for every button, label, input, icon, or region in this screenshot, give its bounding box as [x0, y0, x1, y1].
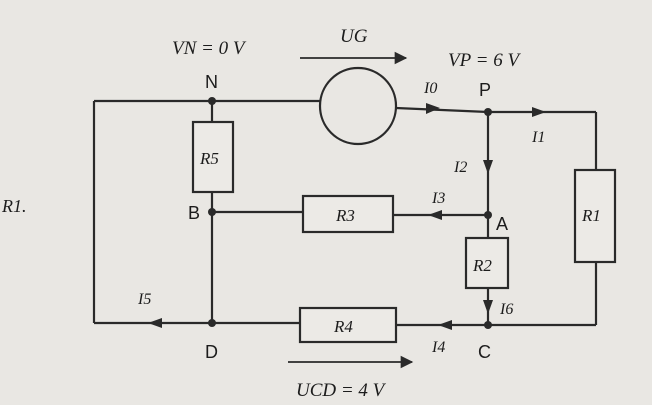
- junction-p: [484, 108, 492, 116]
- current-arrows: [148, 103, 546, 330]
- node-a: A: [496, 214, 508, 234]
- junction-a: [484, 211, 492, 219]
- current-i4: I4: [431, 339, 445, 356]
- current-i5: I5: [137, 291, 151, 308]
- label-r1: R1: [581, 206, 601, 225]
- junction-c: [484, 321, 492, 329]
- current-i1: I1: [531, 129, 545, 146]
- resistor-r4: [298, 306, 398, 344]
- arrow-i6: [483, 300, 493, 314]
- junction-n: [208, 97, 216, 105]
- resistors: [191, 120, 617, 344]
- current-i0: I0: [423, 80, 437, 97]
- label-r5: R5: [199, 149, 219, 168]
- current-i2: I2: [453, 159, 467, 176]
- wire-top-generator-to-p: [395, 106, 489, 114]
- junction-d: [208, 319, 216, 327]
- arrow-i4: [438, 320, 452, 330]
- voltage-ucd: UCD = 4 V: [296, 380, 387, 401]
- arrow-i1: [532, 107, 546, 117]
- generator-icon: [318, 66, 398, 146]
- node-p: P: [479, 80, 491, 100]
- voltage-arrows: [288, 51, 414, 369]
- node-d: D: [205, 342, 218, 362]
- current-i3: I3: [431, 190, 445, 207]
- label-r4: R4: [333, 317, 353, 336]
- resistor-r5: [191, 120, 235, 194]
- potential-vp: VP = 6 V: [448, 50, 521, 71]
- resistor-r2: [464, 236, 510, 290]
- junctions: [208, 97, 492, 329]
- arrow-i5: [148, 318, 162, 328]
- label-r3: R3: [335, 206, 355, 225]
- node-b: B: [188, 203, 200, 223]
- resistor-r3: [301, 194, 395, 234]
- node-c: C: [478, 342, 491, 362]
- node-n: N: [205, 72, 218, 92]
- arrow-i0: [426, 103, 440, 114]
- voltage-ug: UG: [340, 26, 368, 47]
- resistor-r1: [573, 168, 617, 264]
- potential-vn: VN = 0 V: [172, 38, 247, 59]
- margin-label: R1.: [1, 196, 27, 216]
- current-i6: I6: [499, 301, 513, 318]
- arrow-i3: [428, 210, 442, 220]
- junction-b: [208, 208, 216, 216]
- label-r2: R2: [472, 256, 492, 275]
- arrow-i2: [483, 160, 493, 174]
